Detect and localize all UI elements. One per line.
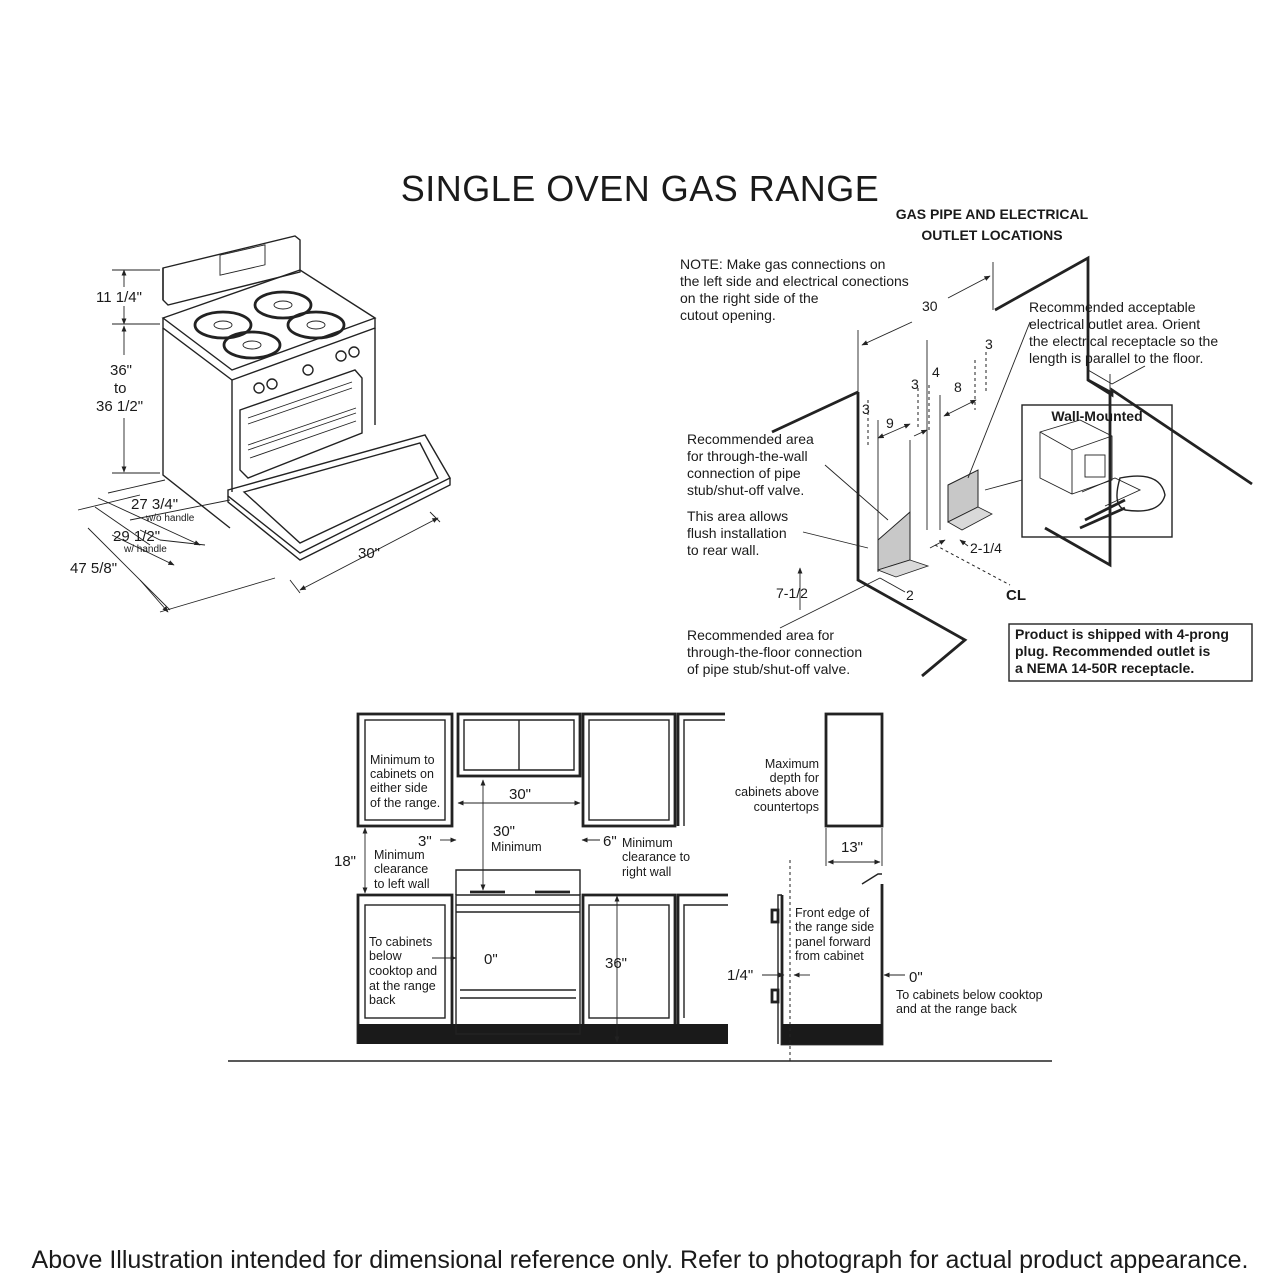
min-cabinet-line1: Minimum to bbox=[370, 753, 435, 767]
burner-grates bbox=[193, 290, 346, 360]
centerline-symbol: CL bbox=[1006, 587, 1026, 604]
floor-connection-line1: Recommended area for bbox=[687, 627, 834, 643]
right-wall-line2: clearance to bbox=[622, 850, 690, 864]
control-knobs bbox=[253, 346, 360, 394]
note-line2: the left side and electrical conections bbox=[680, 273, 909, 289]
dim-4: 4 bbox=[932, 364, 940, 380]
max-depth-line4: countertops bbox=[754, 800, 819, 814]
below-cabinet-line4: at the range bbox=[369, 979, 436, 993]
max-depth-line1: Maximum bbox=[765, 757, 819, 771]
minimum-label: Minimum bbox=[491, 840, 542, 854]
floor-connection-line2: through-the-floor connection bbox=[687, 644, 862, 660]
min-cabinet-line4: of the range. bbox=[370, 796, 440, 810]
dim-2-1-4: 2-1/4 bbox=[970, 540, 1002, 556]
dim-30-cutout: 30 bbox=[922, 298, 938, 314]
max-depth-line2: depth for bbox=[770, 771, 819, 785]
range-dimension-lines bbox=[77, 269, 441, 613]
right-wall-line3: right wall bbox=[622, 865, 671, 879]
dim-3-right: 3 bbox=[985, 336, 993, 352]
left-wall-line2: clearance bbox=[374, 862, 428, 876]
min-cabinet-line3: either side bbox=[370, 781, 428, 795]
outlet-area-line3: the electrical receptacle so the bbox=[1029, 333, 1218, 349]
wall-mounted-outlet-box bbox=[1021, 404, 1173, 538]
dim-30-upper: 30" bbox=[509, 786, 531, 803]
right-wall-line1: Minimum bbox=[622, 836, 673, 850]
dim-13: 13" bbox=[841, 839, 863, 856]
dim-3-left: 3 bbox=[862, 401, 870, 417]
below-cabinet-line5: back bbox=[369, 993, 396, 1007]
note-line3: on the right side of the bbox=[680, 290, 819, 306]
dim-width: 30" bbox=[358, 545, 380, 562]
dim-8: 8 bbox=[954, 379, 962, 395]
below-cabinet-line2: below bbox=[369, 949, 403, 963]
wall-mounted-label: Wall-Mounted bbox=[1051, 408, 1142, 424]
below-cabinet-line1: To cabinets bbox=[369, 935, 432, 949]
dim-depth-handle-note: w/ handle bbox=[123, 544, 167, 555]
outlet-area-line2: electrical outlet area. Orient bbox=[1029, 316, 1200, 332]
dim-2: 2 bbox=[906, 587, 914, 603]
clearance-front-view bbox=[228, 712, 1052, 1062]
plug-note-line3: a NEMA 14-50R receptacle. bbox=[1015, 660, 1194, 676]
dim-30-minimum: 30" bbox=[493, 823, 515, 840]
plug-note-line2: plug. Recommended outlet is bbox=[1015, 643, 1210, 659]
wall-connection-line1: Recommended area bbox=[687, 431, 814, 447]
wall-connection-line4: stub/shut-off valve. bbox=[687, 482, 804, 498]
front-edge-line3: panel forward bbox=[795, 935, 871, 949]
cutout-walls bbox=[771, 255, 1253, 678]
page-title: SINGLE OVEN GAS RANGE bbox=[400, 168, 880, 209]
dim-depth-door-open: 47 5/8" bbox=[70, 560, 117, 577]
min-cabinet-line2: cabinets on bbox=[370, 767, 434, 781]
outlet-area-line4: length is parallel to the floor. bbox=[1029, 350, 1203, 366]
flush-install-line3: to rear wall. bbox=[687, 542, 759, 558]
gas-pipe-heading-line1: GAS PIPE AND ELECTRICAL bbox=[896, 206, 1089, 222]
dim-depth-no-handle-note: w/o handle bbox=[145, 513, 195, 524]
dim-3-left-clearance: 3" bbox=[418, 833, 432, 850]
front-edge-line2: the range side bbox=[795, 920, 874, 934]
gas-pipe-heading-line2: OUTLET LOCATIONS bbox=[921, 227, 1062, 243]
dim-depth-handle: 29 1/2" bbox=[113, 528, 160, 545]
max-depth-line3: cabinets above bbox=[735, 785, 819, 799]
dim-0-front: 0" bbox=[484, 951, 498, 968]
dim-height-line1: 36" bbox=[110, 362, 132, 379]
floor-connection-line3: of pipe stub/shut-off valve. bbox=[687, 661, 850, 677]
plug-note-line1: Product is shipped with 4-prong bbox=[1015, 626, 1229, 642]
range-drawing bbox=[161, 235, 451, 561]
dim-depth-no-handle: 27 3/4" bbox=[131, 496, 178, 513]
flush-install-line2: flush installation bbox=[687, 525, 787, 541]
dim-height-line3: 36 1/2" bbox=[96, 398, 143, 415]
dim-18: 18" bbox=[334, 853, 356, 870]
wall-connection-line3: connection of pipe bbox=[687, 465, 801, 481]
dim-0-back: 0" bbox=[909, 969, 923, 986]
dim-9: 9 bbox=[886, 415, 894, 431]
disclaimer-footer: Above Illustration intended for dimensio… bbox=[31, 1246, 1249, 1274]
note-line1: NOTE: Make gas connections on bbox=[680, 256, 885, 272]
dim-7-1-2: 7-1/2 bbox=[776, 585, 808, 601]
back-cabinet-line1: To cabinets below cooktop bbox=[896, 988, 1043, 1002]
flush-install-line1: This area allows bbox=[687, 508, 788, 524]
left-wall-line3: to left wall bbox=[374, 877, 430, 891]
dim-backguard: 11 1/4" bbox=[96, 289, 142, 306]
outlet-area-line1: Recommended acceptable bbox=[1029, 299, 1196, 315]
left-wall-line1: Minimum bbox=[374, 848, 425, 862]
dim-6-right-clearance: 6" bbox=[603, 833, 617, 850]
dim-36: 36" bbox=[605, 955, 627, 972]
below-cabinet-line3: cooktop and bbox=[369, 964, 437, 978]
front-edge-line1: Front edge of bbox=[795, 906, 870, 920]
wall-connection-line2: for through-the-wall bbox=[687, 448, 808, 464]
dim-1-4: 1/4" bbox=[727, 967, 753, 984]
dim-3-middle: 3 bbox=[911, 376, 919, 392]
back-cabinet-line2: and at the range back bbox=[896, 1002, 1018, 1016]
plug-note-box bbox=[1008, 623, 1253, 682]
front-edge-line4: from cabinet bbox=[795, 949, 864, 963]
note-line4: cutout opening. bbox=[680, 307, 776, 323]
dim-height-line2: to bbox=[114, 380, 127, 397]
